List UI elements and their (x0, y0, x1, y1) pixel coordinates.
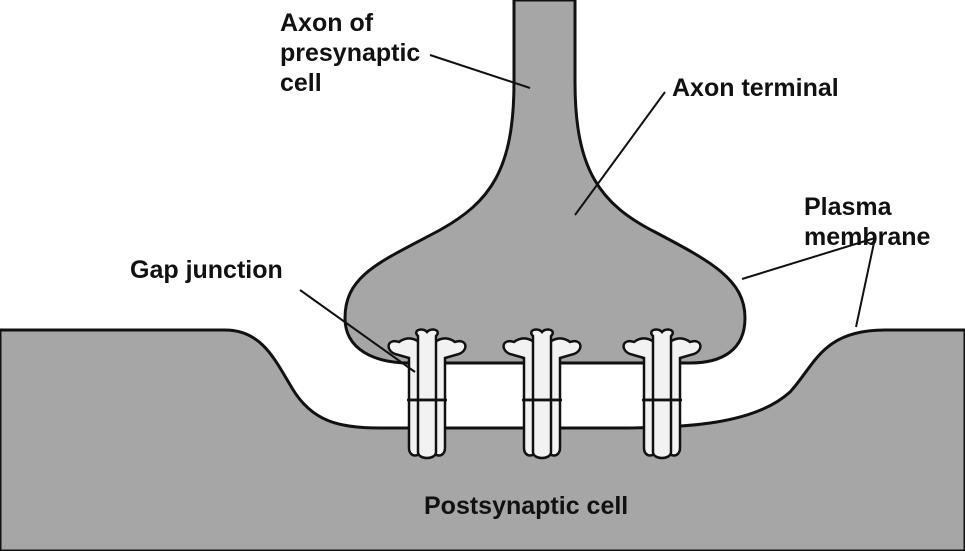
axon-presynaptic-label: Axon of presynaptic cell (280, 8, 420, 98)
leader-line-axon-terminal (575, 92, 665, 215)
axon-terminal-label: Axon terminal (672, 73, 839, 103)
postsynaptic-cell-label: Postsynaptic cell (424, 491, 628, 521)
plasma-membrane-label: Plasma membrane (804, 192, 930, 252)
gap-junction-label: Gap junction (130, 255, 283, 285)
